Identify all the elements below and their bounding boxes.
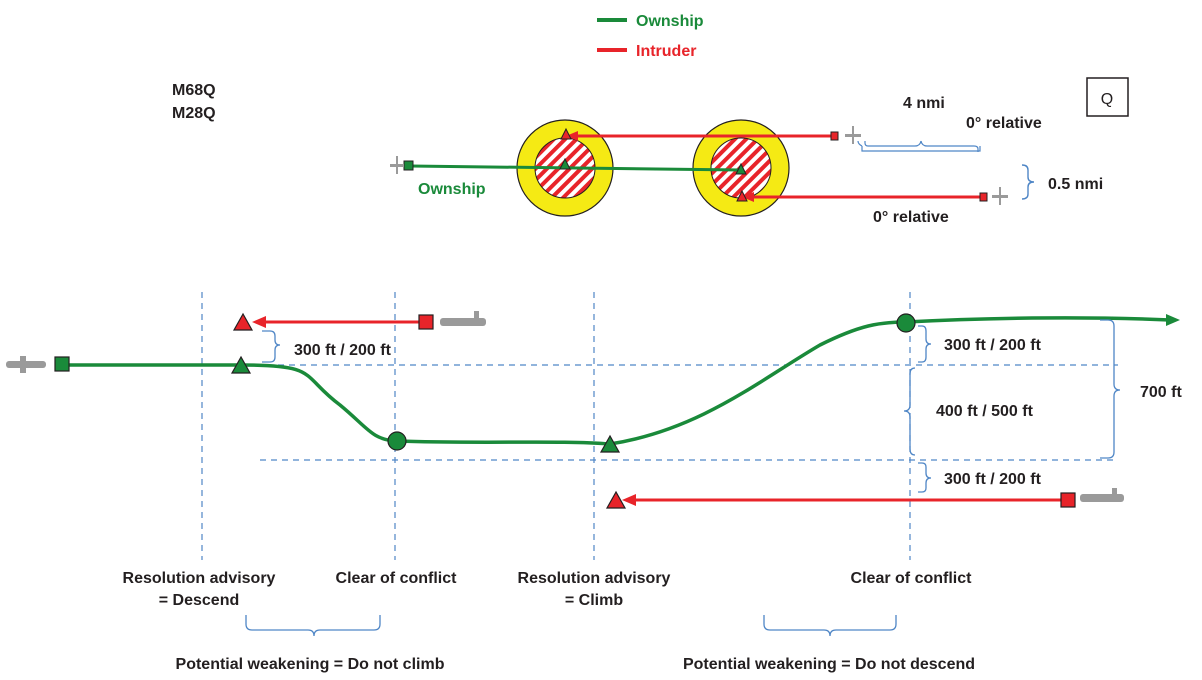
airplane-icon	[440, 311, 486, 326]
intruder-start-marker-upper-side	[418, 314, 434, 330]
code-m68q: M68Q	[172, 82, 216, 99]
separation-label-lower: 300 ft / 200 ft	[944, 471, 1042, 488]
ra-descend-label-line1: Resolution advisory	[123, 570, 276, 587]
intruder-arrowhead-lower-top	[742, 192, 754, 202]
ownship-trajectory-side	[64, 316, 1171, 446]
separation-label-upper-left: 300 ft / 200 ft	[294, 342, 392, 359]
side-view: 300 ft / 200 ft 300 ft / 200 ft 400 ft /…	[6, 292, 1182, 560]
separation-brace-total	[1100, 319, 1121, 459]
q-box-label: Q	[1101, 91, 1113, 108]
intruder-start-marker-lower-side	[1060, 492, 1076, 508]
ownship-track-top	[409, 164, 742, 172]
q-box	[1086, 77, 1129, 117]
ownship-triangle-top-right	[735, 162, 747, 175]
distance-label: 4 nmi	[903, 95, 945, 112]
offset-label: 0.5 nmi	[1048, 176, 1103, 193]
distance-bracket-end	[857, 140, 863, 147]
intruder-start-marker-lower-top	[979, 192, 988, 202]
separation-brace-lower	[918, 462, 932, 493]
ra-climb-label-line2: = Climb	[565, 592, 623, 609]
weakening-label-left: Potential weakening = Do not climb	[176, 656, 445, 673]
ra-descend-label-line2: = Descend	[159, 592, 239, 609]
legend: Ownship Intruder	[597, 13, 704, 60]
clear-of-conflict-label-1: Clear of conflict	[336, 570, 458, 587]
ownship-triangle-top-left	[559, 157, 571, 170]
intruder-start-marker-upper-top	[830, 131, 839, 141]
weakening-brace-left	[245, 615, 381, 637]
distance-brace	[864, 140, 922, 147]
intruder-arrowhead-upper-side	[252, 316, 266, 328]
separation-label-upper-right: 300 ft / 200 ft	[944, 337, 1042, 354]
weakening-label-right: Potential weakening = Do not descend	[683, 656, 975, 673]
ra-climb-label-line1: Resolution advisory	[518, 570, 671, 587]
distance-bracket	[861, 146, 981, 152]
weakening-brace-right	[763, 615, 897, 637]
separation-brace-upper-right	[918, 325, 932, 363]
ownship-circle-clear-1	[387, 431, 407, 451]
offset-brace	[1021, 164, 1035, 200]
ownship-triangle-ra-climb	[599, 434, 621, 453]
airplane-icon	[992, 187, 1008, 205]
relative-label-lower: 0° relative	[873, 209, 949, 226]
airplane-icon	[1080, 488, 1124, 502]
airplane-icon	[6, 356, 46, 373]
airplane-icon	[390, 156, 404, 174]
legend-ownship-label: Ownship	[636, 13, 704, 30]
top-view: Ownship 4 nmi 0° relative 0° rel	[390, 95, 1103, 226]
separation-label-middle: 400 ft / 500 ft	[936, 403, 1034, 420]
separation-label-total: 700 ft	[1140, 384, 1182, 401]
ownship-start-marker-side	[54, 356, 70, 372]
intruder-arrowhead-lower-side	[622, 494, 636, 506]
distance-brace-right	[920, 140, 979, 152]
ownship-label-top: Ownship	[418, 181, 486, 198]
code-m28q: M28Q	[172, 105, 216, 122]
intruder-triangle-upper-top	[560, 127, 572, 140]
event-labels: Resolution advisory = Descend Clear of c…	[123, 570, 973, 609]
relative-label-upper: 0° relative	[966, 115, 1042, 132]
airplane-icon	[845, 126, 861, 144]
separation-brace-upper-left	[262, 330, 281, 363]
ownship-triangle-ra-descend	[230, 355, 252, 374]
clear-of-conflict-label-2: Clear of conflict	[851, 570, 973, 587]
ownship-arrowhead-side	[1166, 314, 1180, 326]
intruder-arrowhead-upper-top	[566, 131, 578, 141]
intruder-triangle-lower-top	[736, 189, 748, 202]
separation-brace-middle	[903, 367, 916, 456]
legend-intruder-label: Intruder	[636, 43, 696, 60]
weakening-section: Potential weakening = Do not climb Poten…	[176, 615, 975, 673]
intruder-triangle-lower-side	[605, 490, 627, 509]
ownship-start-marker-top	[403, 160, 414, 171]
intruder-triangle-upper-side	[232, 312, 254, 331]
ownship-circle-clear-2	[896, 313, 916, 333]
